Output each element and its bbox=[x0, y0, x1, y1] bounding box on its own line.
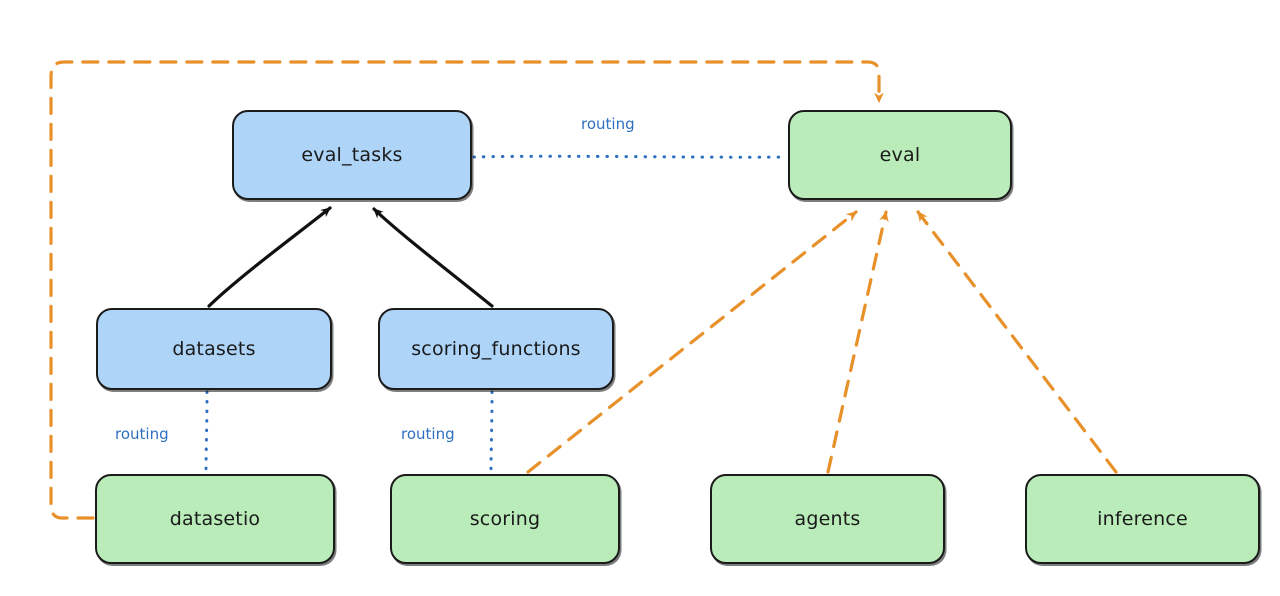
node-label: datasetio bbox=[169, 508, 261, 530]
edge-scoring-functions-to-scoring bbox=[489, 390, 494, 474]
edge-datasets-to-eval-tasks bbox=[207, 206, 332, 308]
edge-eval-tasks-to-eval bbox=[472, 154, 788, 159]
edge-datasetio-to-eval bbox=[49, 60, 884, 520]
node-datasets[interactable]: datasets bbox=[96, 308, 332, 390]
node-eval[interactable]: eval bbox=[788, 110, 1012, 200]
edge-label-routing-scoring: routing bbox=[398, 425, 458, 443]
node-scoring-functions[interactable]: scoring_functions bbox=[378, 308, 614, 390]
node-agents[interactable]: agents bbox=[710, 474, 945, 564]
edge-scoring-to-eval bbox=[526, 210, 858, 474]
edge-datasets-to-datasetio bbox=[204, 390, 209, 474]
node-label: agents bbox=[794, 508, 861, 530]
node-label: inference bbox=[1097, 508, 1188, 530]
node-label: scoring_functions bbox=[411, 338, 581, 360]
edge-label-routing-datasetio: routing bbox=[112, 425, 172, 443]
node-datasetio[interactable]: datasetio bbox=[95, 474, 335, 564]
node-label: eval bbox=[879, 144, 921, 166]
edge-agents-to-eval bbox=[826, 210, 889, 474]
node-label: scoring bbox=[469, 508, 541, 530]
node-inference[interactable]: inference bbox=[1025, 474, 1260, 564]
node-scoring[interactable]: scoring bbox=[390, 474, 620, 564]
edge-scoring-functions-to-eval-tasks bbox=[372, 207, 494, 308]
node-label: datasets bbox=[172, 338, 256, 360]
edge-label-routing-eval: routing bbox=[578, 115, 638, 133]
node-eval-tasks[interactable]: eval_tasks bbox=[232, 110, 472, 200]
node-label: eval_tasks bbox=[301, 144, 403, 166]
edge-inference-to-eval bbox=[916, 210, 1118, 474]
